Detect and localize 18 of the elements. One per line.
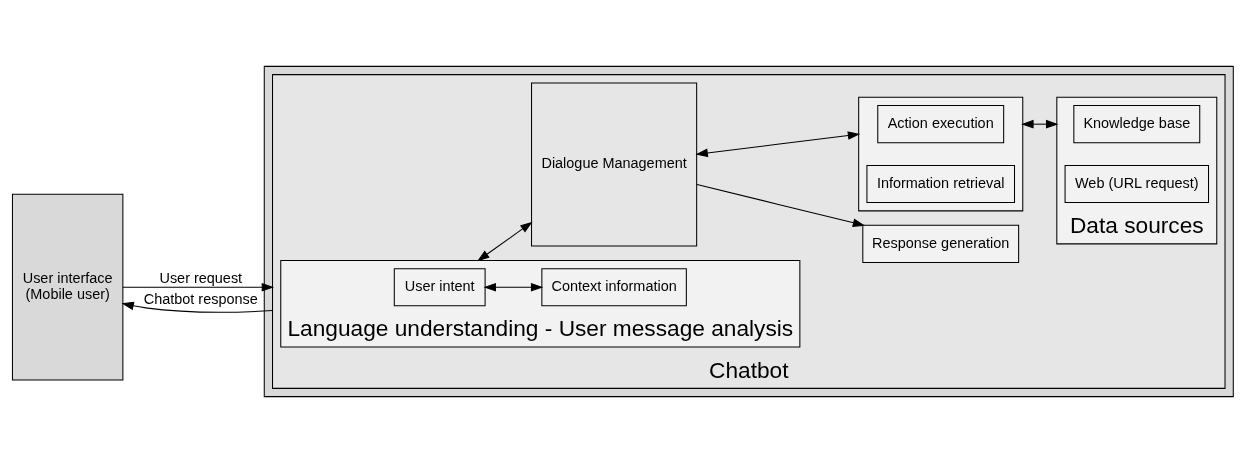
cluster — [858, 96, 1024, 211]
arrow — [121, 301, 274, 313]
node-box: User interface (Mobile user) — [11, 193, 124, 381]
node-box: Dialogue Management — [531, 81, 698, 246]
arrow — [477, 221, 533, 261]
node-box: Response generation — [862, 224, 1020, 263]
node-box: Information retrieval — [866, 164, 1016, 203]
arrow — [695, 130, 861, 157]
edge-label: Chatbot response — [143, 290, 258, 307]
node-box: Context information — [541, 267, 687, 306]
node-box: Action execution — [877, 104, 1005, 143]
arrow — [122, 282, 275, 292]
edge-label: User request — [159, 269, 243, 286]
node-box: User intent — [393, 267, 486, 306]
arrow — [696, 183, 866, 227]
node-box: Web (URL request) — [1064, 164, 1210, 203]
node-box: Knowledge base — [1073, 104, 1201, 143]
arrow — [483, 282, 544, 292]
